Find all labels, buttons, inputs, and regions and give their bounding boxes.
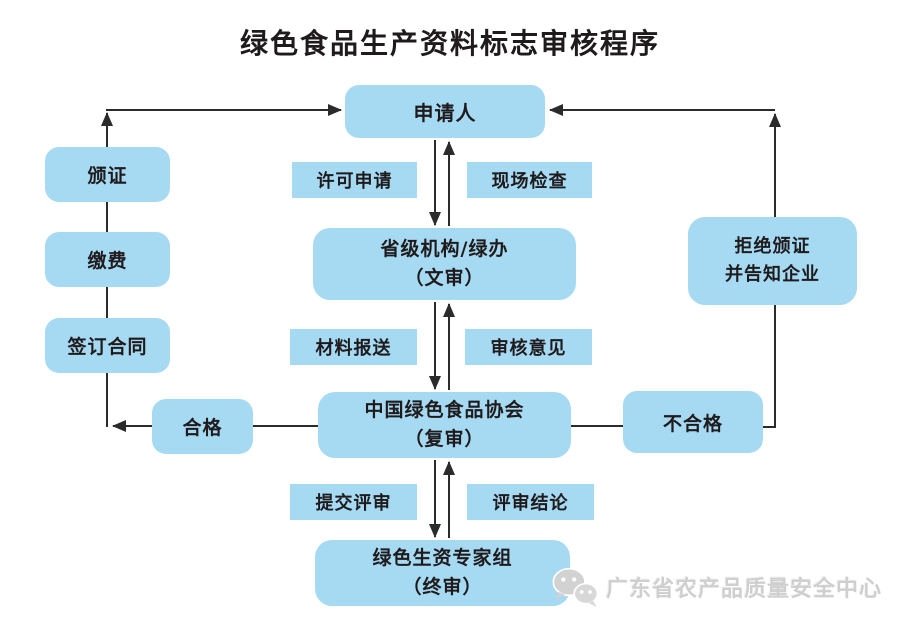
node-applicant-label: 申请人 bbox=[413, 101, 477, 125]
label-review-conclusion: 评审结论 bbox=[467, 484, 594, 520]
node-reject-certification: 拒绝颁证 并告知企业 bbox=[688, 217, 857, 305]
node-expert-group-line1: 绿色生资专家组 bbox=[372, 546, 513, 569]
node-sign-contract-label: 签订合同 bbox=[67, 336, 148, 358]
node-applicant: 申请人 bbox=[345, 85, 545, 138]
label-submit-review: 提交评审 bbox=[290, 484, 417, 520]
node-reject-line1: 拒绝颁证 bbox=[734, 236, 811, 258]
node-association-line1: 中国绿色食品协会 bbox=[364, 398, 525, 421]
label-opinion-text: 审核意见 bbox=[490, 338, 567, 359]
node-certify: 颁证 bbox=[45, 147, 170, 202]
label-review-opinion: 审核意见 bbox=[465, 329, 592, 365]
node-fail-label: 不合格 bbox=[662, 412, 723, 435]
label-material-submission: 材料报送 bbox=[290, 329, 417, 365]
label-permit-text: 许可申请 bbox=[316, 171, 393, 192]
watermark: 广东省农产品质量安全中心 bbox=[550, 566, 882, 608]
node-provincial-office: 省级机构/绿办 （文审） bbox=[313, 228, 576, 300]
node-association: 中国绿色食品协会 （复审） bbox=[318, 392, 571, 458]
node-provincial-line2: （文审） bbox=[404, 267, 485, 289]
label-permit-application: 许可申请 bbox=[292, 162, 417, 198]
label-inspection-text: 现场检查 bbox=[491, 171, 568, 192]
node-certify-label: 颁证 bbox=[87, 165, 128, 187]
node-provincial-line1: 省级机构/绿办 bbox=[380, 237, 509, 260]
wechat-icon bbox=[552, 567, 599, 607]
watermark-text: 广东省农产品质量安全中心 bbox=[606, 577, 883, 602]
label-material-text: 材料报送 bbox=[315, 338, 392, 359]
node-pay: 缴费 bbox=[45, 232, 170, 287]
label-site-inspection: 现场检查 bbox=[467, 162, 592, 198]
node-reject-line2: 并告知企业 bbox=[725, 264, 820, 285]
node-fail: 不合格 bbox=[623, 391, 763, 453]
page-title: 绿色食品生产资料标志审核程序 bbox=[239, 27, 660, 60]
node-expert-group: 绿色生资专家组 （终审） bbox=[315, 540, 570, 606]
node-expert-group-line2: （终审） bbox=[402, 576, 483, 598]
label-submit-text: 提交评审 bbox=[315, 493, 392, 514]
label-conclusion-text: 评审结论 bbox=[492, 493, 569, 514]
node-pass-label: 合格 bbox=[182, 417, 223, 439]
node-pass: 合格 bbox=[152, 399, 253, 454]
node-sign-contract: 签订合同 bbox=[45, 318, 170, 373]
node-pay-label: 缴费 bbox=[87, 250, 128, 272]
node-association-line2: （复审） bbox=[404, 428, 485, 450]
